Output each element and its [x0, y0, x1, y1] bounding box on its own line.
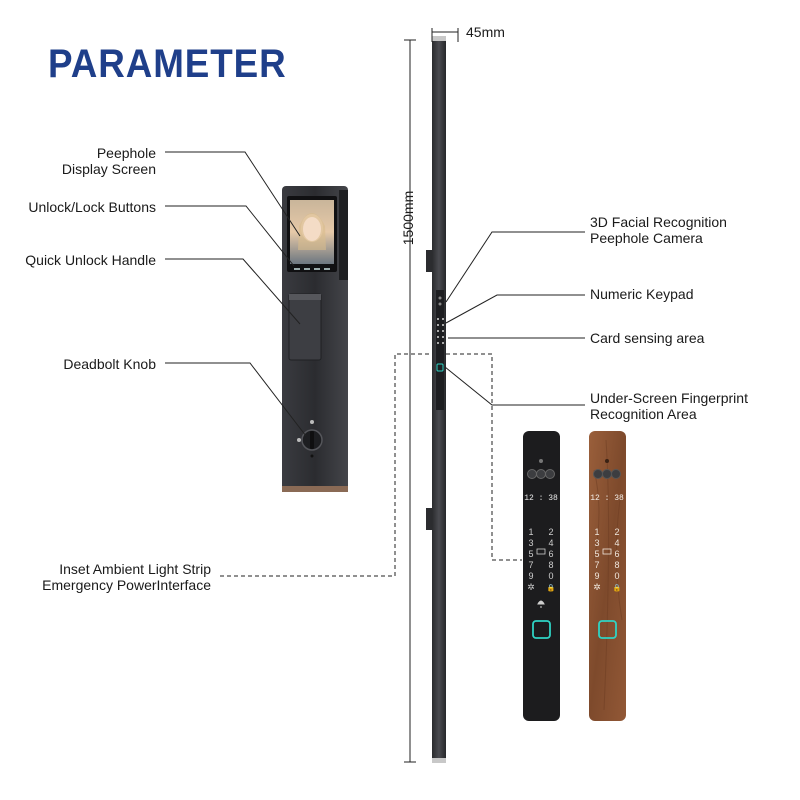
label-facial-camera: 3D Facial Recognition Peephole Camera — [590, 214, 727, 246]
wood-fingerprint-icon — [598, 620, 617, 639]
wood-panel: 12 : 38 1 3 5 7 9 ✲ 2 4 6 8 0 🔒 — [589, 431, 626, 721]
wood-key-lock: 🔒 — [613, 584, 622, 592]
black-fingerprint-icon — [532, 620, 551, 639]
black-key-7: 7 — [528, 560, 533, 570]
lock-bottom-trim — [282, 486, 348, 492]
black-key-3: 3 — [528, 538, 533, 548]
black-key-star: ✲ — [527, 582, 535, 592]
label-numeric-keypad: Numeric Keypad — [590, 286, 694, 302]
dimension-lines — [404, 28, 459, 763]
wood-key-8: 8 — [614, 560, 619, 570]
lock-front-view — [282, 186, 348, 492]
label-quick-unlock-handle: Quick Unlock Handle — [25, 252, 156, 268]
bell-icon — [537, 600, 545, 608]
label-ambient-light-strip: Inset Ambient Light Strip Emergency Powe… — [42, 561, 211, 593]
black-key-1: 1 — [528, 527, 533, 537]
black-card-icon — [536, 548, 546, 555]
page-title: PARAMETER — [48, 42, 287, 86]
wood-key-1: 1 — [594, 527, 599, 537]
black-key-0: 0 — [548, 571, 553, 581]
unlock-lock-buttons — [294, 268, 330, 270]
black-key-8: 8 — [548, 560, 553, 570]
black-key-6: 6 — [548, 549, 553, 559]
wood-key-6: 6 — [614, 549, 619, 559]
wood-card-icon — [602, 548, 612, 555]
label-deadbolt-knob: Deadbolt Knob — [63, 356, 156, 372]
label-card-sensing: Card sensing area — [590, 330, 705, 346]
wood-key-4: 4 — [614, 538, 619, 548]
wood-key-3: 3 — [594, 538, 599, 548]
black-key-5: 5 — [528, 549, 533, 559]
wood-key-5: 5 — [594, 549, 599, 559]
wood-key-7: 7 — [594, 560, 599, 570]
lock-side-edge — [339, 190, 348, 280]
black-key-9: 9 — [528, 571, 533, 581]
dashed-callouts — [220, 353, 522, 577]
label-unlock-lock-buttons: Unlock/Lock Buttons — [28, 199, 156, 215]
callout-lines-left — [165, 151, 307, 437]
black-panel-clock: 12 : 38 — [524, 494, 558, 503]
wood-panel-clock: 12 : 38 — [590, 494, 624, 503]
wood-key-0: 0 — [614, 571, 619, 581]
callout-lines-right — [444, 231, 585, 406]
width-dimension-label: 45mm — [466, 24, 505, 40]
black-key-2: 2 — [548, 527, 553, 537]
quick-unlock-handle — [288, 293, 322, 361]
wood-key-9: 9 — [594, 571, 599, 581]
black-key-lock: 🔒 — [547, 584, 556, 592]
label-peephole-display: Peephole Display Screen — [61, 145, 156, 177]
wood-key-star: ✲ — [593, 582, 601, 592]
wood-key-2: 2 — [614, 527, 619, 537]
label-fingerprint-area: Under-Screen Fingerprint Recognition Are… — [590, 390, 748, 422]
lock-side-view — [426, 36, 446, 763]
black-key-4: 4 — [548, 538, 553, 548]
black-panel: 12 : 38 1 3 5 7 9 ✲ 2 4 6 8 0 🔒 — [523, 431, 560, 721]
